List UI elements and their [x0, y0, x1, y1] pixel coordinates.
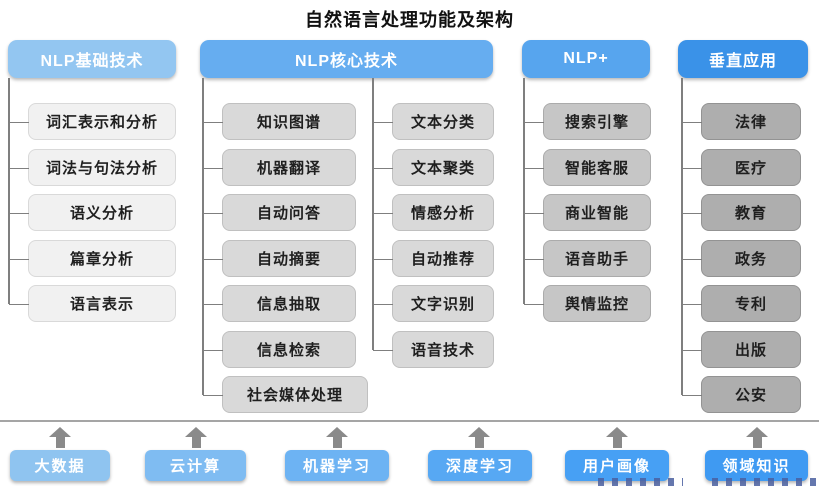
node-speech-technology: 语音技术 — [373, 331, 494, 368]
node-knowledge-graph: 知识图谱 — [203, 103, 356, 140]
node-information-extraction: 信息抽取 — [203, 285, 356, 322]
node-semantic-analysis: 语义分析 — [9, 194, 176, 231]
node-language-representation: 语言表示 — [9, 285, 176, 322]
node-publishing: 出版 — [682, 331, 801, 368]
page-title: 自然语言处理功能及架构 — [305, 10, 514, 30]
node-morph-syntax-analysis: 词法与句法分析 — [9, 149, 176, 186]
node-text-classification: 文本分类 — [373, 103, 494, 140]
node-search-engine: 搜索引擎 — [524, 103, 651, 140]
node-sentiment-analysis: 情感分析 — [373, 194, 494, 231]
node-machine-translation: 机器翻译 — [203, 149, 356, 186]
up-arrow-icon — [326, 427, 348, 448]
node-education: 教育 — [682, 194, 801, 231]
column-header-vertical-app: 垂直应用 — [678, 40, 808, 78]
foundation-separator-line — [0, 420, 819, 422]
node-medical: 医疗 — [682, 149, 801, 186]
watermark-fragment — [598, 478, 683, 486]
node-government: 政务 — [682, 240, 801, 277]
node-public-security: 公安 — [682, 376, 801, 413]
node-smart-customer-service: 智能客服 — [524, 149, 651, 186]
foundation-machine-learning: 机器学习 — [285, 450, 389, 481]
node-auto-summarization: 自动摘要 — [203, 240, 356, 277]
up-arrow-icon — [49, 427, 71, 448]
watermark-fragment — [712, 478, 817, 486]
connector-line-col3 — [523, 78, 525, 304]
node-opinion-monitoring: 舆情监控 — [524, 285, 651, 322]
foundation-cloud-computing: 云计算 — [145, 450, 246, 481]
node-social-media-processing: 社会媒体处理 — [203, 376, 368, 413]
foundation-deep-learning: 深度学习 — [428, 450, 532, 481]
foundation-user-profile: 用户画像 — [565, 450, 669, 481]
up-arrow-icon — [185, 427, 207, 448]
foundation-big-data: 大数据 — [10, 450, 110, 481]
connector-line-col2-right — [372, 78, 374, 350]
up-arrow-icon — [746, 427, 768, 448]
up-arrow-icon — [606, 427, 628, 448]
node-legal: 法律 — [682, 103, 801, 140]
node-information-retrieval: 信息检索 — [203, 331, 356, 368]
column-header-nlp-core: NLP核心技术 — [200, 40, 493, 78]
node-auto-recommendation: 自动推荐 — [373, 240, 494, 277]
node-text-clustering: 文本聚类 — [373, 149, 494, 186]
node-discourse-analysis: 篇章分析 — [9, 240, 176, 277]
node-auto-qa: 自动问答 — [203, 194, 356, 231]
node-lexical-representation: 词汇表示和分析 — [9, 103, 176, 140]
node-patent: 专利 — [682, 285, 801, 322]
node-voice-assistant: 语音助手 — [524, 240, 651, 277]
up-arrow-icon — [468, 427, 490, 448]
connector-line-col2-left — [202, 78, 204, 395]
column-header-nlp-plus: NLP+ — [522, 40, 650, 78]
foundation-domain-knowledge: 领域知识 — [705, 450, 808, 481]
connector-line-col1 — [8, 78, 10, 304]
node-ocr: 文字识别 — [373, 285, 494, 322]
column-header-nlp-basic: NLP基础技术 — [8, 40, 176, 78]
node-business-intelligence: 商业智能 — [524, 194, 651, 231]
connector-line-col4 — [681, 78, 683, 395]
